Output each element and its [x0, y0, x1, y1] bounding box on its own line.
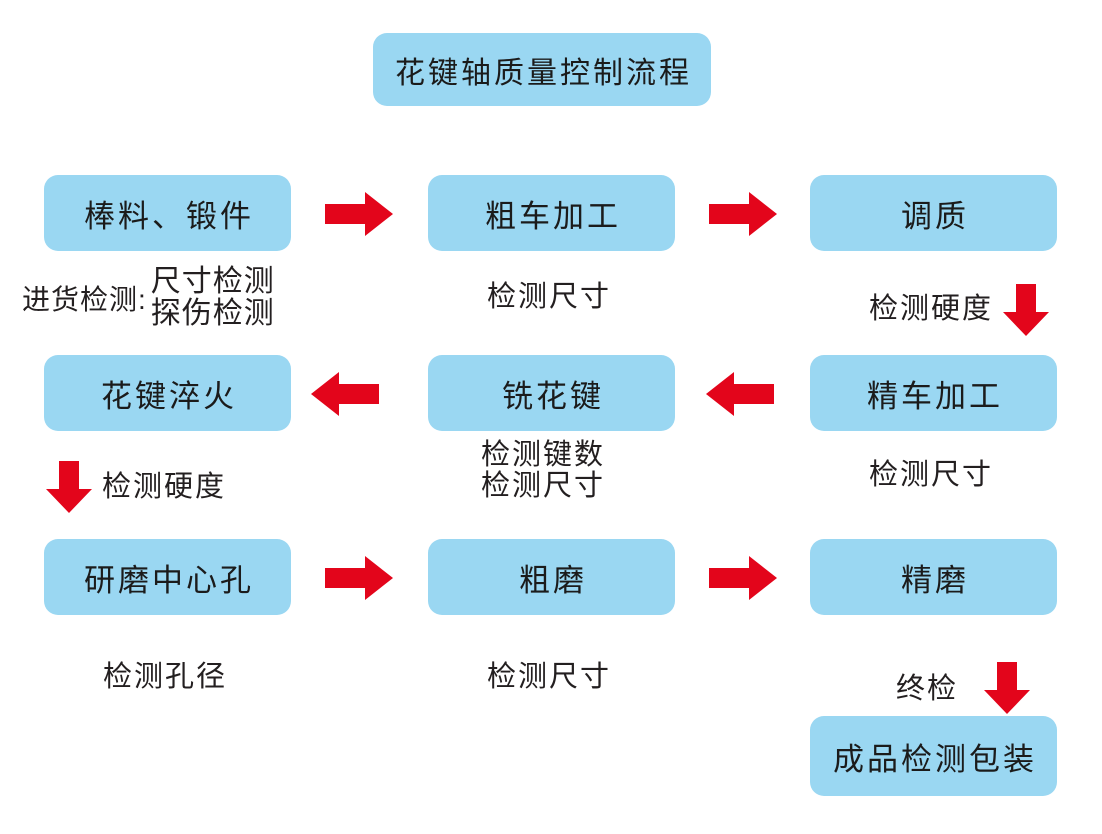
caption-quench-temper: 检测硬度	[869, 293, 994, 325]
caption-fine-turning: 检测尺寸	[869, 459, 994, 491]
caption-incoming-line2: 探伤检测	[150, 296, 275, 330]
caption-rough-grind: 检测尺寸	[487, 661, 612, 693]
node-quench-temper[interactable]: 调质	[810, 175, 1057, 251]
arrow-down-icon-n3-n6	[1003, 284, 1050, 336]
arrow-right-icon-n8-n9	[709, 556, 777, 600]
caption-rough-turning: 检测尺寸	[487, 281, 612, 313]
node-spline-quench[interactable]: 花键淬火	[44, 355, 291, 431]
node-center-hole-grinding[interactable]: 研磨中心孔	[44, 539, 291, 615]
caption-quench-temper-group: 检测硬度	[869, 280, 1050, 336]
caption-mill-spline-group: 检测键数 检测尺寸	[481, 439, 606, 503]
arrow-right-icon-n2-n3	[709, 192, 777, 236]
arrow-left-icon-n6-n5	[706, 372, 774, 416]
caption-mill-spline-line2: 检测尺寸	[481, 470, 606, 503]
node-final-inspection-packaging[interactable]: 成品检测包装	[810, 716, 1057, 796]
caption-final-inspect: 终检	[896, 673, 959, 705]
node-fine-turning[interactable]: 精车加工	[810, 355, 1057, 431]
node-raw-material[interactable]: 棒料、锻件	[44, 175, 291, 251]
arrow-right-icon-n7-n8	[325, 556, 393, 600]
node-fine-grinding[interactable]: 精磨	[810, 539, 1057, 615]
caption-spline-quench: 检测硬度	[102, 471, 227, 503]
flowchart-title-node: 花键轴质量控制流程	[373, 33, 711, 106]
node-mill-spline[interactable]: 铣花键	[428, 355, 675, 431]
caption-incoming-line1: 尺寸检测	[150, 265, 275, 298]
node-rough-turning[interactable]: 粗车加工	[428, 175, 675, 251]
arrow-down-icon-n9-n10	[984, 662, 1031, 714]
caption-spline-quench-group: 检测硬度	[46, 458, 227, 513]
caption-incoming-lead: 进货检测:	[22, 283, 147, 315]
arrow-down-icon-n4-n7	[46, 461, 92, 513]
arrow-left-icon-n5-n4	[311, 372, 379, 416]
node-rough-grinding[interactable]: 粗磨	[428, 539, 675, 615]
caption-mill-spline-line1: 检测键数	[481, 439, 606, 471]
caption-center-hole: 检测孔径	[103, 661, 228, 693]
caption-incoming-stack: 尺寸检测 探伤检测	[151, 266, 275, 330]
caption-final-inspect-group: 终检	[896, 660, 1031, 714]
arrow-right-icon-n1-n2	[325, 192, 393, 236]
caption-incoming-inspection: 进货检测: 尺寸检测 探伤检测	[22, 266, 275, 330]
